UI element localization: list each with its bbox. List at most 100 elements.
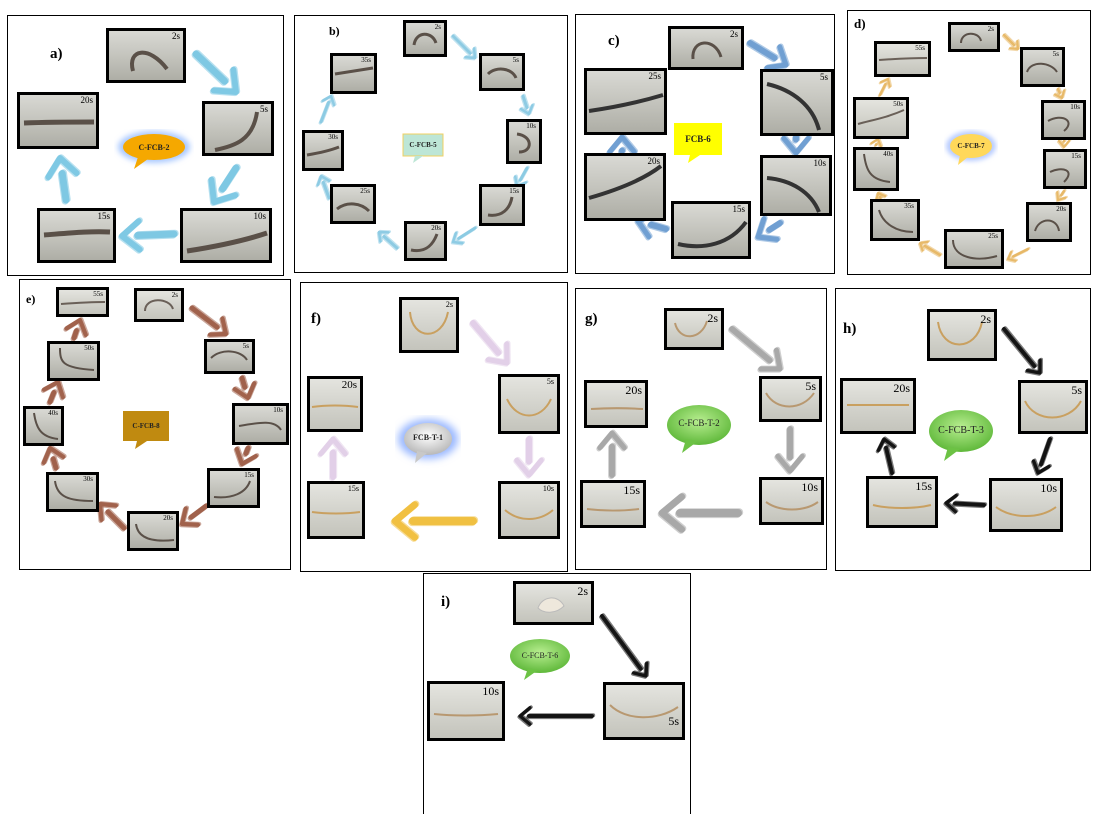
time-label: 15s (244, 472, 254, 479)
time-photo: 55s (56, 287, 109, 317)
panel-label: g) (585, 311, 598, 328)
sample-bubble: C-FCB-2 (114, 129, 194, 173)
panel-f: f) 2s 5s 10s 15s 20s FCB-T-1 (300, 282, 568, 572)
time-photo: 10s (498, 481, 560, 539)
flow-arrow (609, 136, 636, 153)
time-photo: 10s (506, 119, 542, 164)
time-label: 20s (625, 384, 642, 396)
flow-arrow (1003, 34, 1019, 50)
time-label: 30s (328, 134, 338, 141)
time-label: 50s (84, 345, 94, 352)
flow-arrow (43, 447, 65, 469)
flow-arrow (757, 218, 781, 241)
panel-b: b) 2s 5s 10s 15s 20s 25s 30s 35s C-FCB-5 (294, 15, 568, 273)
time-photo: 15s (37, 208, 116, 263)
time-photo: 5s (760, 69, 834, 136)
time-label: 15s (1071, 153, 1081, 160)
time-photo: 30s (46, 472, 99, 512)
sample-bubble: C-FCB-7 (944, 129, 998, 171)
time-photo: 15s (671, 201, 751, 259)
time-label: 2s (435, 24, 441, 31)
time-photo: 15s (866, 476, 938, 528)
time-photo: 10s (1041, 100, 1086, 140)
flow-arrow (452, 227, 476, 244)
time-photo: 10s (759, 477, 824, 525)
flow-arrow (777, 428, 804, 472)
flow-arrow (181, 505, 207, 526)
panel-e: e) 2s 5s 10s 15s 20s 30s 40s 50s 55s C-F… (19, 279, 291, 570)
time-photo: 15s (479, 184, 525, 226)
time-label: 2s (988, 26, 994, 33)
flow-arrow (661, 496, 739, 531)
time-label: 20s (80, 96, 93, 105)
time-label: 10s (253, 212, 266, 221)
time-photo: 20s (840, 378, 916, 434)
flow-arrow (234, 377, 256, 399)
time-label: 10s (482, 685, 499, 697)
panel-c: c) 2s 5s 10s 15s 20s 25s FCB-6 (575, 14, 835, 274)
time-photo: 2s (668, 26, 744, 70)
time-photo: 5s (1018, 380, 1088, 434)
time-label: 15s (623, 484, 640, 496)
panel-a: a) 2s 5s 10s 15s 20s C-FCB-2 (7, 15, 284, 276)
flow-arrow (66, 319, 87, 339)
panel-d: d) 2s 5s 10s 15s 20s 25s 35s 40s 50s 55s (847, 10, 1091, 275)
time-photo: 20s (404, 221, 447, 261)
time-photo: 50s (853, 97, 909, 139)
time-photo: 35s (330, 53, 377, 94)
flow-arrow (43, 381, 64, 403)
time-label: 30s (83, 476, 93, 483)
time-label: 2s (707, 312, 718, 324)
time-photo: 30s (302, 130, 344, 171)
time-photo: 20s (584, 380, 648, 428)
time-photo: 5s (479, 53, 525, 91)
panel-label: b) (329, 24, 340, 39)
flow-arrow (1033, 438, 1052, 474)
time-label: 5s (513, 57, 519, 64)
time-photo: 5s (202, 101, 274, 156)
flow-arrow (783, 136, 810, 154)
sample-label: C-FCB-T-2 (678, 418, 719, 428)
flow-arrow (99, 503, 125, 529)
time-label: 2s (980, 313, 991, 325)
time-photo: 2s (513, 581, 594, 625)
time-label: 55s (93, 291, 103, 298)
flow-arrow (47, 157, 77, 201)
time-label: 40s (883, 151, 893, 158)
flow-arrow (879, 78, 891, 96)
time-photo: 20s (307, 376, 363, 432)
time-label: 20s (342, 380, 357, 391)
sample-label: C-FCB-2 (138, 143, 169, 152)
panel-label: f) (311, 311, 321, 328)
time-label: 15s (348, 485, 359, 493)
panel-g: g) 2s 5s 10s 15s 20s C-FCB-T-2 (575, 288, 827, 570)
time-label: 25s (360, 188, 370, 195)
flow-arrow (1007, 248, 1029, 262)
time-label: 5s (668, 715, 679, 727)
time-label: 5s (547, 378, 554, 386)
flow-arrow (191, 307, 227, 336)
time-photo: 15s (307, 481, 365, 539)
time-photo: 2s (399, 297, 459, 353)
time-label: 15s (732, 205, 745, 214)
time-photo: 10s (180, 208, 272, 263)
sample-bubble: C-FCB-T-3 (926, 407, 996, 465)
time-label: 5s (243, 343, 249, 350)
time-photo: 2s (948, 22, 1000, 52)
time-label: 2s (446, 301, 453, 309)
time-photo: 10s (760, 155, 832, 216)
time-label: 20s (163, 515, 173, 522)
time-label: 20s (893, 382, 910, 394)
time-photo: 20s (127, 511, 179, 551)
time-photo: 15s (580, 480, 646, 528)
sample-bubble: C-FCB-5 (401, 132, 445, 164)
time-photo: 20s (1026, 202, 1072, 242)
time-photo: 2s (134, 288, 184, 322)
sample-label: FCB-6 (685, 134, 711, 144)
time-photo: 2s (927, 309, 997, 361)
time-label: 10s (526, 123, 536, 130)
time-photo: 25s (330, 184, 376, 224)
time-label: 2s (172, 32, 180, 41)
flow-arrow (195, 53, 237, 93)
flow-arrow (599, 432, 626, 476)
